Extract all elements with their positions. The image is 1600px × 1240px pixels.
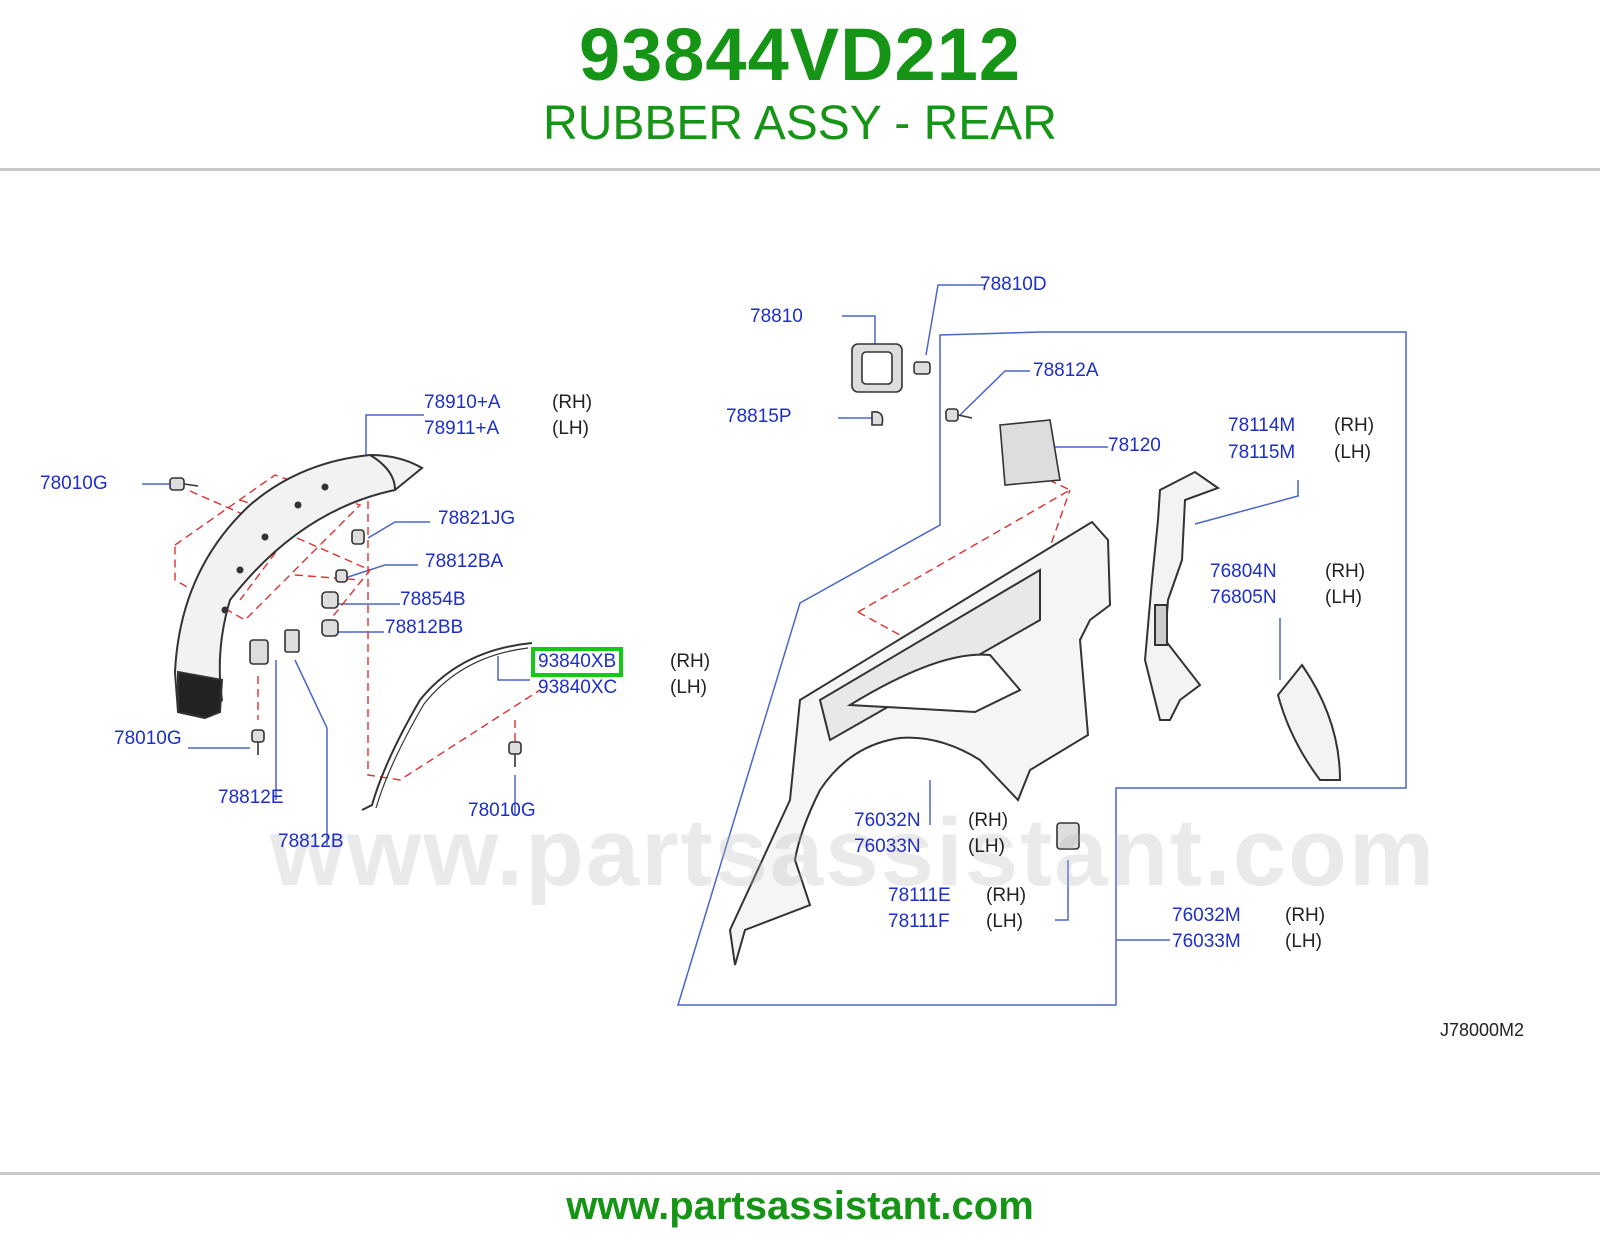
- side-label-rh: (RH): [552, 392, 593, 413]
- part-label-78812b[interactable]: 78812B: [278, 831, 344, 852]
- side-label-lh: (LH): [986, 911, 1023, 932]
- part-label-78911a[interactable]: 78911+A: [424, 418, 500, 439]
- header-divider: [0, 168, 1600, 171]
- part-label-78114m[interactable]: 78114M: [1228, 415, 1296, 436]
- parts-diagram: www.partsassistant.com 78810D 78810 7881…: [0, 170, 1600, 1170]
- part-label-78812e[interactable]: 78812E: [218, 787, 284, 808]
- part-label-78815p[interactable]: 78815P: [726, 406, 792, 427]
- side-label-rh: (RH): [1285, 905, 1326, 926]
- part-label-78810d[interactable]: 78810D: [980, 274, 1047, 295]
- part-label-76805n[interactable]: 76805N: [1210, 587, 1277, 608]
- part-label-76804n[interactable]: 76804N: [1210, 561, 1277, 582]
- side-label-rh: (RH): [986, 885, 1027, 906]
- leader-lines: [142, 284, 1407, 1006]
- footer-website-link[interactable]: www.partsassistant.com: [566, 1184, 1034, 1228]
- part-label-78810[interactable]: 78810: [750, 306, 803, 327]
- part-label-78910a[interactable]: 78910+A: [424, 392, 501, 413]
- pillar-trim-drawing: [1143, 470, 1342, 781]
- part-label-76033n[interactable]: 76033N: [854, 836, 921, 857]
- part-label-76033m[interactable]: 76033M: [1172, 931, 1241, 952]
- part-label-76032n[interactable]: 76032N: [854, 810, 921, 831]
- part-label-78821jg[interactable]: 78821JG: [438, 508, 516, 529]
- side-label-rh: (RH): [670, 651, 711, 672]
- side-label-lh: (LH): [670, 677, 707, 698]
- fender-flare-drawing: [173, 453, 424, 720]
- part-label-78812ba[interactable]: 78812BA: [425, 551, 504, 572]
- footer-divider: [0, 1172, 1600, 1175]
- part-label-78812a[interactable]: 78812A: [1033, 360, 1099, 381]
- part-number-title: 93844VD212: [578, 13, 1022, 96]
- side-label-rh: (RH): [1334, 415, 1375, 436]
- part-label-78010g[interactable]: 78010G: [468, 800, 536, 821]
- watermark: www.partsassistant.com: [270, 799, 1437, 906]
- part-label-93840xb-highlighted[interactable]: 93840XB: [531, 647, 624, 677]
- part-label-76032m[interactable]: 76032M: [1172, 905, 1241, 926]
- rear-side-panel-drawing: [728, 520, 1112, 966]
- fasteners-drawing: [169, 343, 1080, 850]
- side-label-lh: (LH): [1325, 587, 1362, 608]
- part-label-78010g[interactable]: 78010G: [114, 728, 182, 749]
- rubber-strip-drawing: [361, 642, 533, 811]
- side-label-lh: (LH): [968, 836, 1005, 857]
- diagram-code: J78000M2: [1440, 1020, 1525, 1040]
- side-label-rh: (RH): [1325, 561, 1366, 582]
- part-label-78115m[interactable]: 78115M: [1228, 442, 1296, 463]
- part-description: RUBBER ASSY - REAR: [543, 97, 1057, 150]
- part-label-93840xc[interactable]: 93840XC: [538, 677, 618, 698]
- part-label-78111f[interactable]: 78111F: [888, 911, 950, 932]
- side-label-lh: (LH): [552, 418, 589, 439]
- part-label-78812bb[interactable]: 78812BB: [385, 617, 464, 638]
- part-label-78120[interactable]: 78120: [1108, 435, 1161, 456]
- side-label-rh: (RH): [968, 810, 1009, 831]
- side-label-lh: (LH): [1334, 442, 1371, 463]
- part-label-78010g[interactable]: 78010G: [40, 473, 108, 494]
- side-label-lh: (LH): [1285, 931, 1322, 952]
- part-label-78854b[interactable]: 78854B: [400, 589, 466, 610]
- diagram-drawing: [142, 284, 1407, 1006]
- page-header: 93844VD212 RUBBER ASSY - REAR: [0, 0, 1600, 168]
- part-label-78111e[interactable]: 78111E: [888, 885, 951, 906]
